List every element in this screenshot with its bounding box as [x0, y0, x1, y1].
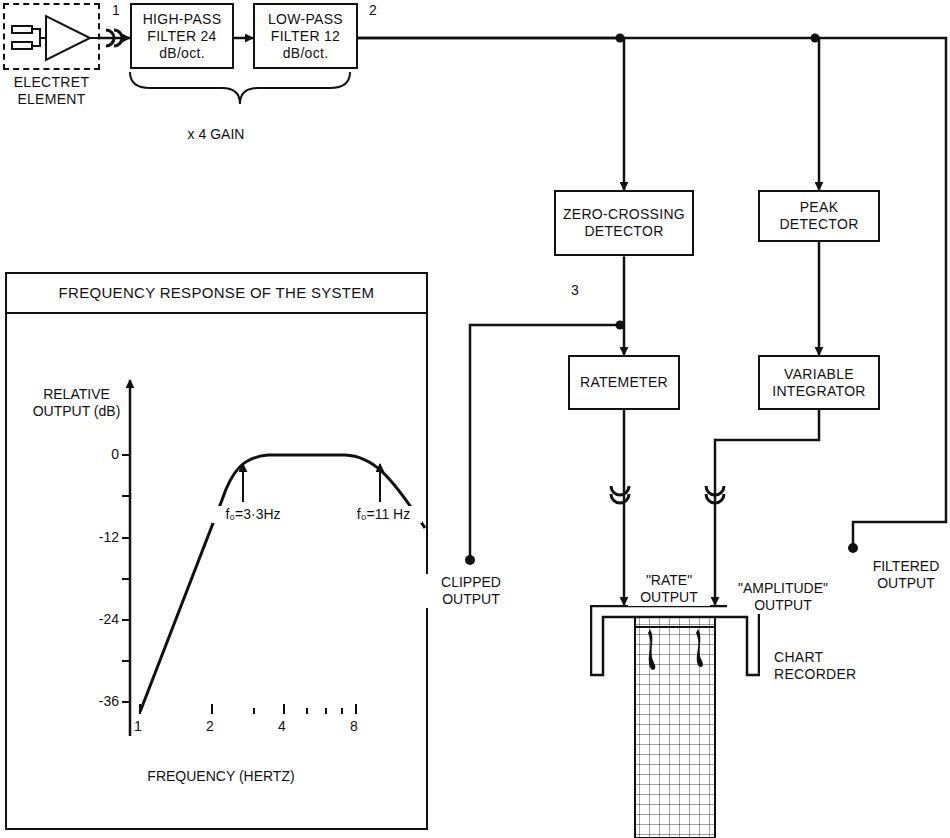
filter-box: HIGH-PASS FILTER 24 dB/oct.: [130, 3, 234, 69]
signal-connector: [623, 410, 626, 605]
ratemeter-box: RATEMETER: [568, 355, 680, 410]
label-text: 0: [92, 446, 120, 463]
label-text: CLIPPED OUTPUT: [420, 574, 522, 608]
label-text: 2: [205, 718, 215, 735]
signal-connector: [234, 37, 253, 40]
detector-box: PEAK DETECTOR: [758, 190, 880, 242]
label-text: f₀=11 Hz: [345, 506, 422, 523]
label-text: -12: [84, 529, 120, 546]
label-text: FREQUENCY (HERTZ): [95, 768, 347, 785]
node-text: ELECTRET ELEMENT: [0, 74, 104, 108]
label-text: 8: [349, 718, 359, 735]
signal-connector: [715, 410, 819, 605]
detector-box: ZERO-CROSSING DETECTOR: [554, 190, 694, 256]
integrator-box: VARIABLE INTEGRATOR: [758, 355, 880, 410]
node-text: FREQUENCY RESPONSE OF THE SYSTEM: [7, 274, 426, 314]
node-text: PEAK DETECTOR: [760, 197, 878, 235]
label-text: RELATIVE OUTPUT (dB): [28, 386, 125, 420]
label-text: x 4 GAIN: [150, 126, 282, 143]
recorder-outline: [590, 605, 760, 838]
electret-symbol: [12, 16, 100, 60]
signal-connector: [358, 38, 819, 190]
label-text: 4: [277, 718, 287, 735]
response-chart: [122, 380, 425, 736]
label-text: -24: [84, 611, 120, 628]
response-panel: FREQUENCY RESPONSE OF THE SYSTEM: [5, 272, 428, 830]
signal-wire: [470, 38, 946, 556]
signal-connector: [623, 256, 626, 355]
chart-recorder: CHART RECORDER: [590, 605, 760, 838]
node-text: CHART RECORDER: [774, 649, 869, 683]
signal-connector: [358, 38, 624, 190]
node-text: RATEMETER: [574, 372, 674, 393]
label-text: FILTERED OUTPUT: [865, 558, 947, 592]
node-text: VARIABLE INTEGRATOR: [760, 364, 878, 402]
electret-box: ELECTRET ELEMENT: [3, 3, 100, 70]
node-text: HIGH-PASS FILTER 24 dB/oct.: [132, 9, 232, 63]
node-text: LOW-PASS FILTER 12 dB/oct.: [255, 9, 356, 63]
label-text: 1: [133, 718, 143, 735]
signal-connector: [818, 242, 821, 355]
label-text: -36: [84, 693, 120, 710]
label-text: 3: [570, 282, 580, 299]
label-text: 2: [368, 2, 378, 19]
filter-box: LOW-PASS FILTER 12 dB/oct.: [253, 3, 358, 69]
junction-dot: [465, 34, 858, 566]
gain-brace: [130, 72, 350, 104]
label-text: 1: [111, 2, 121, 19]
node-text: ZERO-CROSSING DETECTOR: [556, 204, 692, 242]
jack-symbol: [106, 30, 724, 503]
label-text: f₀=3·3Hz: [212, 506, 294, 523]
label-text: "AMPLITUDE" OUTPUT: [727, 580, 839, 614]
label-text: "RATE" OUTPUT: [628, 572, 710, 606]
